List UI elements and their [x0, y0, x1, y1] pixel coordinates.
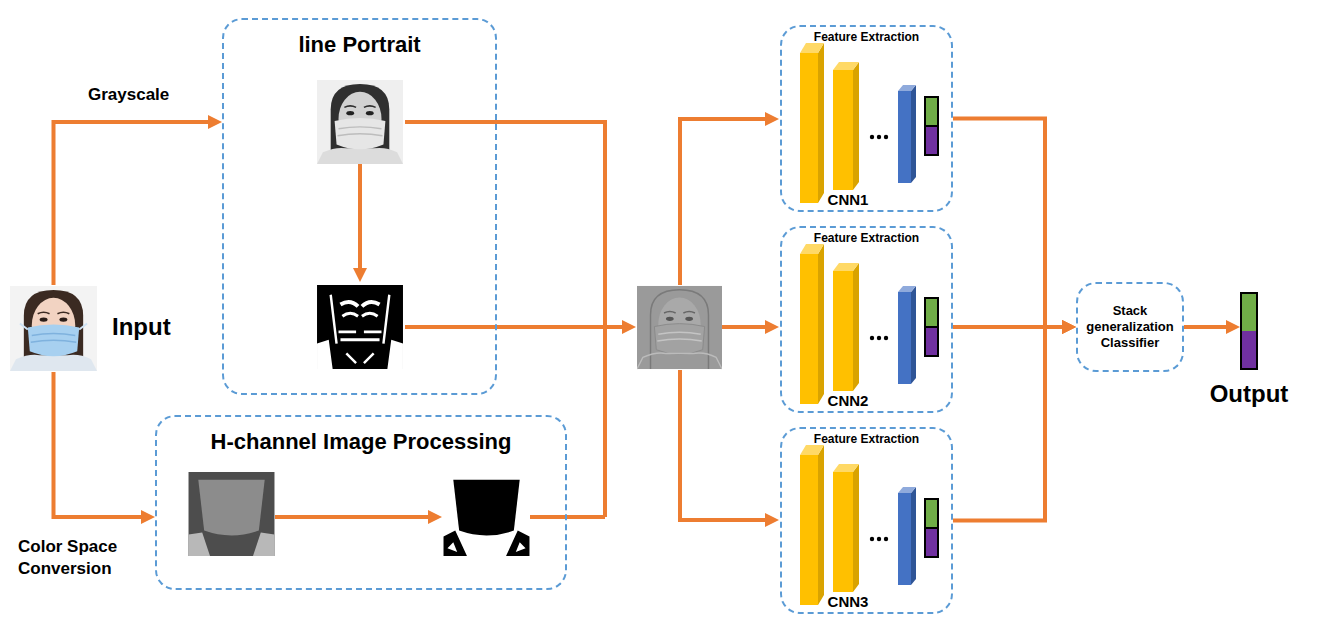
- cnn-box: Feature ExtractionCNN2: [780, 226, 953, 413]
- network-name: CNN1: [826, 191, 870, 208]
- flow-arrow: [54, 372, 156, 524]
- input-face-image: [10, 286, 97, 371]
- cnn-layers: [800, 445, 938, 605]
- edge-label: Grayscale: [88, 84, 169, 106]
- cnn-box: Feature ExtractionCNN1: [780, 25, 953, 212]
- stage-title: Feature Extraction: [782, 432, 951, 446]
- input-image: Input: [10, 285, 97, 372]
- output-bar: Output: [1240, 292, 1258, 370]
- flow-line: [54, 372, 146, 517]
- flow-line: [953, 119, 1066, 328]
- network-name: CNN3: [826, 593, 870, 610]
- grayscale-image: [317, 80, 403, 164]
- arrowhead: [1062, 320, 1076, 334]
- h-channel-image: [189, 472, 275, 556]
- arrowhead: [141, 510, 155, 524]
- input-label: Input: [112, 313, 171, 341]
- flow-arrow: [953, 320, 1076, 521]
- group-box: H-channel Image Processing: [155, 415, 567, 590]
- arrowhead: [1226, 320, 1240, 334]
- flow-line: [953, 327, 1066, 521]
- h-binary-image: [444, 472, 530, 556]
- classifier-name: Stack generalization Classifier: [1084, 303, 1176, 352]
- classifier-box: Stack generalization Classifier: [1076, 282, 1184, 372]
- line-portrait-image: [317, 285, 403, 369]
- flow-arrow: [953, 119, 1076, 335]
- network-name: CNN2: [826, 392, 870, 409]
- flow-arrow: [54, 115, 223, 285]
- class-bar-bottom: [1242, 331, 1256, 368]
- group-title: line Portrait: [224, 32, 495, 58]
- arrowhead: [1062, 320, 1076, 334]
- flow-lines: [275, 119, 769, 520]
- stage-title: Feature Extraction: [782, 231, 951, 245]
- cnn-box: Feature ExtractionCNN3: [780, 427, 953, 614]
- flow-line: [1184, 325, 1230, 329]
- arrowhead: [1062, 320, 1076, 334]
- output-label: Output: [1210, 380, 1289, 408]
- flow-arrow: [1184, 320, 1240, 334]
- stage-title: Feature Extraction: [782, 30, 951, 44]
- class-bar-top: [1242, 294, 1256, 331]
- group-box: line Portrait: [222, 18, 497, 395]
- cnn-layers: [800, 244, 938, 404]
- flow-line: [54, 122, 213, 285]
- arrowhead: [208, 115, 222, 129]
- cnn-layers: [800, 43, 938, 203]
- group-title: H-channel Image Processing: [157, 429, 565, 455]
- edge-label: Color Space Conversion: [18, 536, 136, 580]
- fused-image: [637, 286, 722, 369]
